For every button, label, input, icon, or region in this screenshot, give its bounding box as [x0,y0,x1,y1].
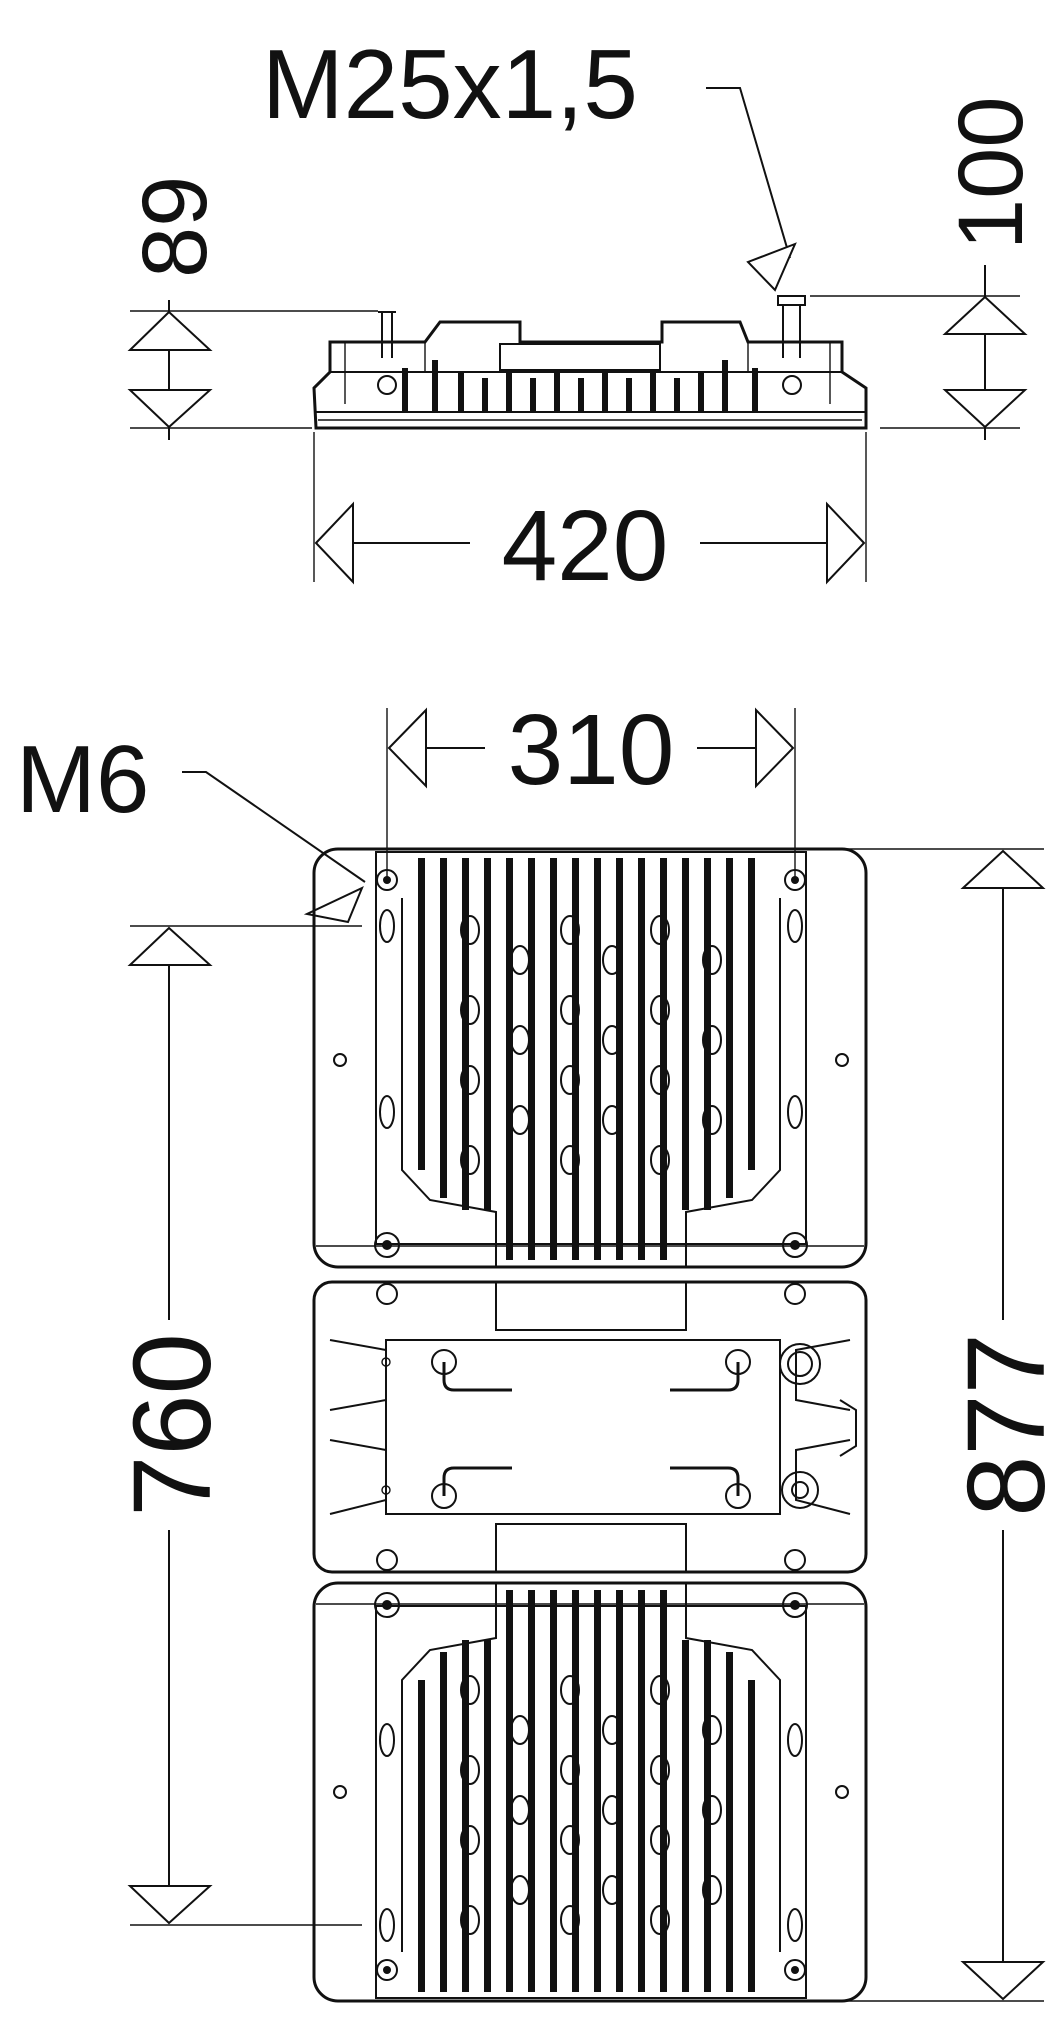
total-length-value: 877 [945,1333,1064,1517]
dim-height-right: 100 [810,97,1042,440]
lower-cutouts [460,1675,722,1935]
upper-fins [418,858,755,1260]
center-bracket [312,1280,868,1574]
luminaire-side-profile [312,295,868,430]
thread-leader-arrow [746,242,797,292]
dim-bolt-spacing: 310 [386,694,796,880]
width-value: 420 [502,490,669,602]
dim-total-length: 877 [810,848,1064,2002]
lower-module [312,1581,868,2003]
bolt-leader-arrow [303,885,364,924]
dim-mount-length: 760 [111,925,362,1926]
bolt-spacing-value: 310 [508,694,675,806]
mount-length-value: 760 [111,1333,234,1517]
dim-height-left: 89 [124,176,378,440]
height-right-value: 100 [940,97,1042,251]
bolt-leader [182,771,366,883]
lower-fins [418,1590,755,1992]
thread-leader [706,87,791,259]
upper-cutouts [460,915,722,1175]
thread-label: M25x1,5 [262,29,638,139]
top-view: M6 310 760 [16,694,1064,2003]
bolt-label: M6 [16,726,149,833]
height-left-value: 89 [124,176,226,278]
side-view: M25x1,5 89 100 [124,29,1042,602]
dim-width: 420 [313,432,867,602]
upper-module [312,847,868,1269]
